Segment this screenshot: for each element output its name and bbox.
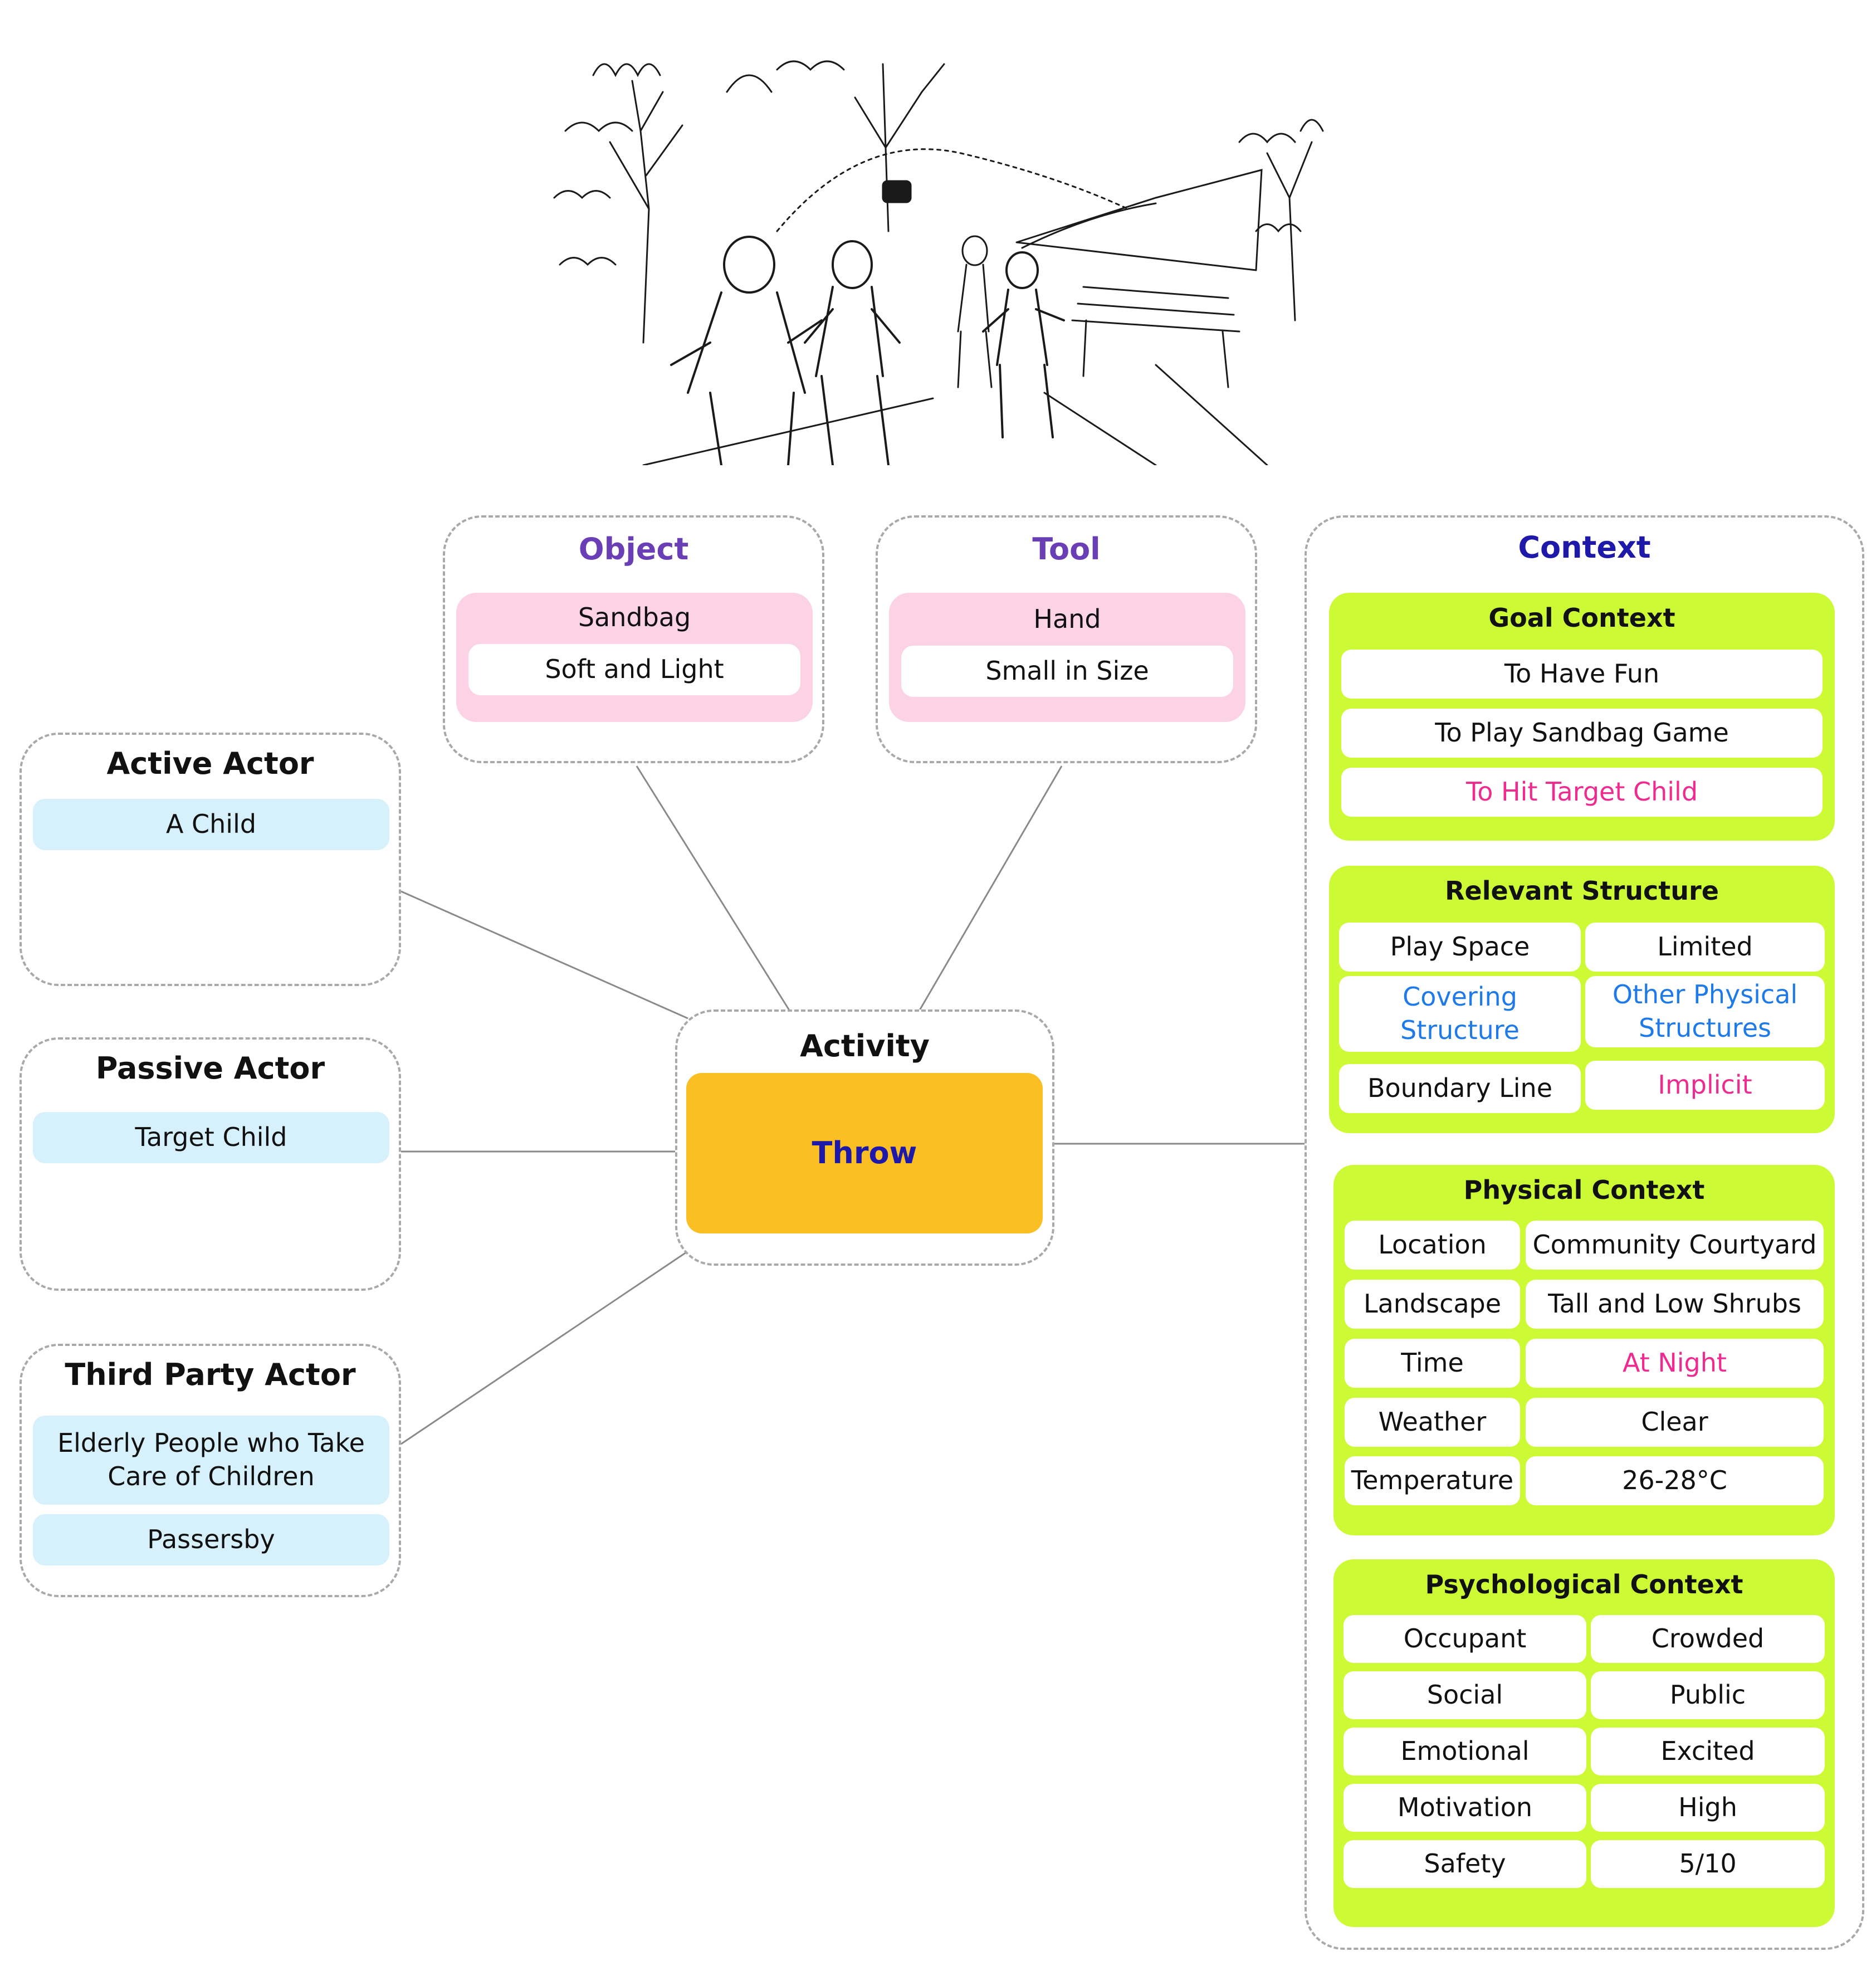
- psych-value: Excited: [1591, 1728, 1825, 1775]
- structure-value: Limited: [1585, 923, 1825, 972]
- connector-active-actor: [400, 890, 688, 1019]
- physical-key: Time: [1345, 1339, 1520, 1388]
- context-title: Context: [1518, 530, 1651, 565]
- throw-arc: [776, 148, 1129, 232]
- third-party-actor-group: Third Party Actor Elderly People who Tak…: [19, 1344, 401, 1597]
- tool-card: Hand Small in Size: [889, 593, 1245, 722]
- goal-context-title: Goal Context: [1488, 603, 1675, 633]
- object-title: Object: [578, 531, 689, 567]
- goal-item: To Hit Target Child: [1341, 768, 1823, 817]
- physical-value: Clear: [1526, 1398, 1824, 1447]
- activity-box: Throw: [686, 1073, 1043, 1233]
- tool-name: Hand: [1033, 603, 1101, 634]
- structure-key: Play Space: [1339, 923, 1581, 972]
- active-actor-item: A Child: [33, 799, 389, 850]
- relevant-structure-title: Relevant Structure: [1445, 876, 1719, 906]
- psych-value: Public: [1591, 1671, 1825, 1719]
- physical-value: Community Courtyard: [1526, 1221, 1824, 1270]
- physical-key: Landscape: [1345, 1280, 1520, 1329]
- psychological-context-title: Psychological Context: [1425, 1569, 1743, 1599]
- passive-actor-title: Passive Actor: [95, 1051, 325, 1086]
- goal-item: To Play Sandbag Game: [1341, 709, 1823, 758]
- physical-key: Weather: [1345, 1398, 1520, 1447]
- person-back: [670, 236, 823, 465]
- person-far: [957, 235, 993, 388]
- tool-attribute: Small in Size: [901, 646, 1233, 697]
- third-party-actor-item: Elderly People who Take Care of Children: [33, 1416, 389, 1505]
- tool-group: Tool Hand Small in Size: [876, 515, 1257, 763]
- bench: [1071, 286, 1240, 388]
- activity-group: Activity Throw: [675, 1009, 1054, 1266]
- psychological-context-section: Psychological Context Occupant Crowded S…: [1333, 1559, 1835, 1927]
- connector-tool: [918, 765, 1063, 1012]
- structure-key: Boundary Line: [1339, 1064, 1581, 1113]
- goal-item: To Have Fun: [1341, 650, 1823, 699]
- tree-middle: [854, 63, 945, 232]
- psych-key: Motivation: [1344, 1784, 1586, 1832]
- psych-key: Safety: [1344, 1840, 1586, 1888]
- object-group: Object Sandbag Soft and Light: [443, 515, 824, 763]
- passive-actor-item: Target Child: [33, 1112, 389, 1163]
- tree-left: [609, 80, 683, 344]
- psych-value: High: [1591, 1784, 1825, 1832]
- goal-context-section: Goal Context To Have Fun To Play Sandbag…: [1329, 593, 1835, 841]
- physical-value: 26-28°C: [1526, 1456, 1824, 1505]
- physical-key: Location: [1345, 1221, 1520, 1270]
- physical-value: Tall and Low Shrubs: [1526, 1280, 1824, 1329]
- structure-key: Covering Structure: [1339, 976, 1581, 1052]
- third-party-actor-item: Passersby: [33, 1514, 389, 1565]
- tree-right: [1266, 119, 1324, 321]
- object-attribute: Soft and Light: [468, 644, 800, 695]
- physical-key: Temperature: [1345, 1456, 1520, 1505]
- structure-value: Other Physical Structures: [1585, 976, 1825, 1047]
- object-card: Sandbag Soft and Light: [456, 593, 813, 722]
- psych-key: Emotional: [1344, 1728, 1586, 1775]
- relevant-structure-section: Relevant Structure Play Space Limited Co…: [1329, 866, 1835, 1133]
- physical-value: At Night: [1526, 1339, 1824, 1388]
- person-thrower: [804, 240, 901, 465]
- object-name: Sandbag: [578, 602, 691, 633]
- active-actor-group: Active Actor A Child: [19, 733, 401, 986]
- context-group: Context Goal Context To Have Fun To Play…: [1305, 515, 1864, 1950]
- passive-actor-group: Passive Actor Target Child: [19, 1037, 401, 1291]
- psych-key: Occupant: [1344, 1615, 1586, 1663]
- active-actor-title: Active Actor: [106, 746, 314, 781]
- sandbag-sketch: [882, 180, 912, 203]
- psych-value: Crowded: [1591, 1615, 1825, 1663]
- physical-context-title: Physical Context: [1463, 1175, 1705, 1205]
- canopy: [1015, 169, 1263, 271]
- connector-object: [636, 765, 791, 1012]
- activity-title: Activity: [800, 1028, 930, 1064]
- third-party-actor-title: Third Party Actor: [65, 1357, 356, 1392]
- structure-value: Implicit: [1585, 1061, 1825, 1110]
- tool-title: Tool: [1032, 531, 1101, 567]
- psych-value: 5/10: [1591, 1840, 1825, 1888]
- connector-third-party-actor: [400, 1251, 687, 1445]
- sketch-illustration: [553, 60, 1324, 465]
- psych-key: Social: [1344, 1671, 1586, 1719]
- person-target: [982, 251, 1065, 438]
